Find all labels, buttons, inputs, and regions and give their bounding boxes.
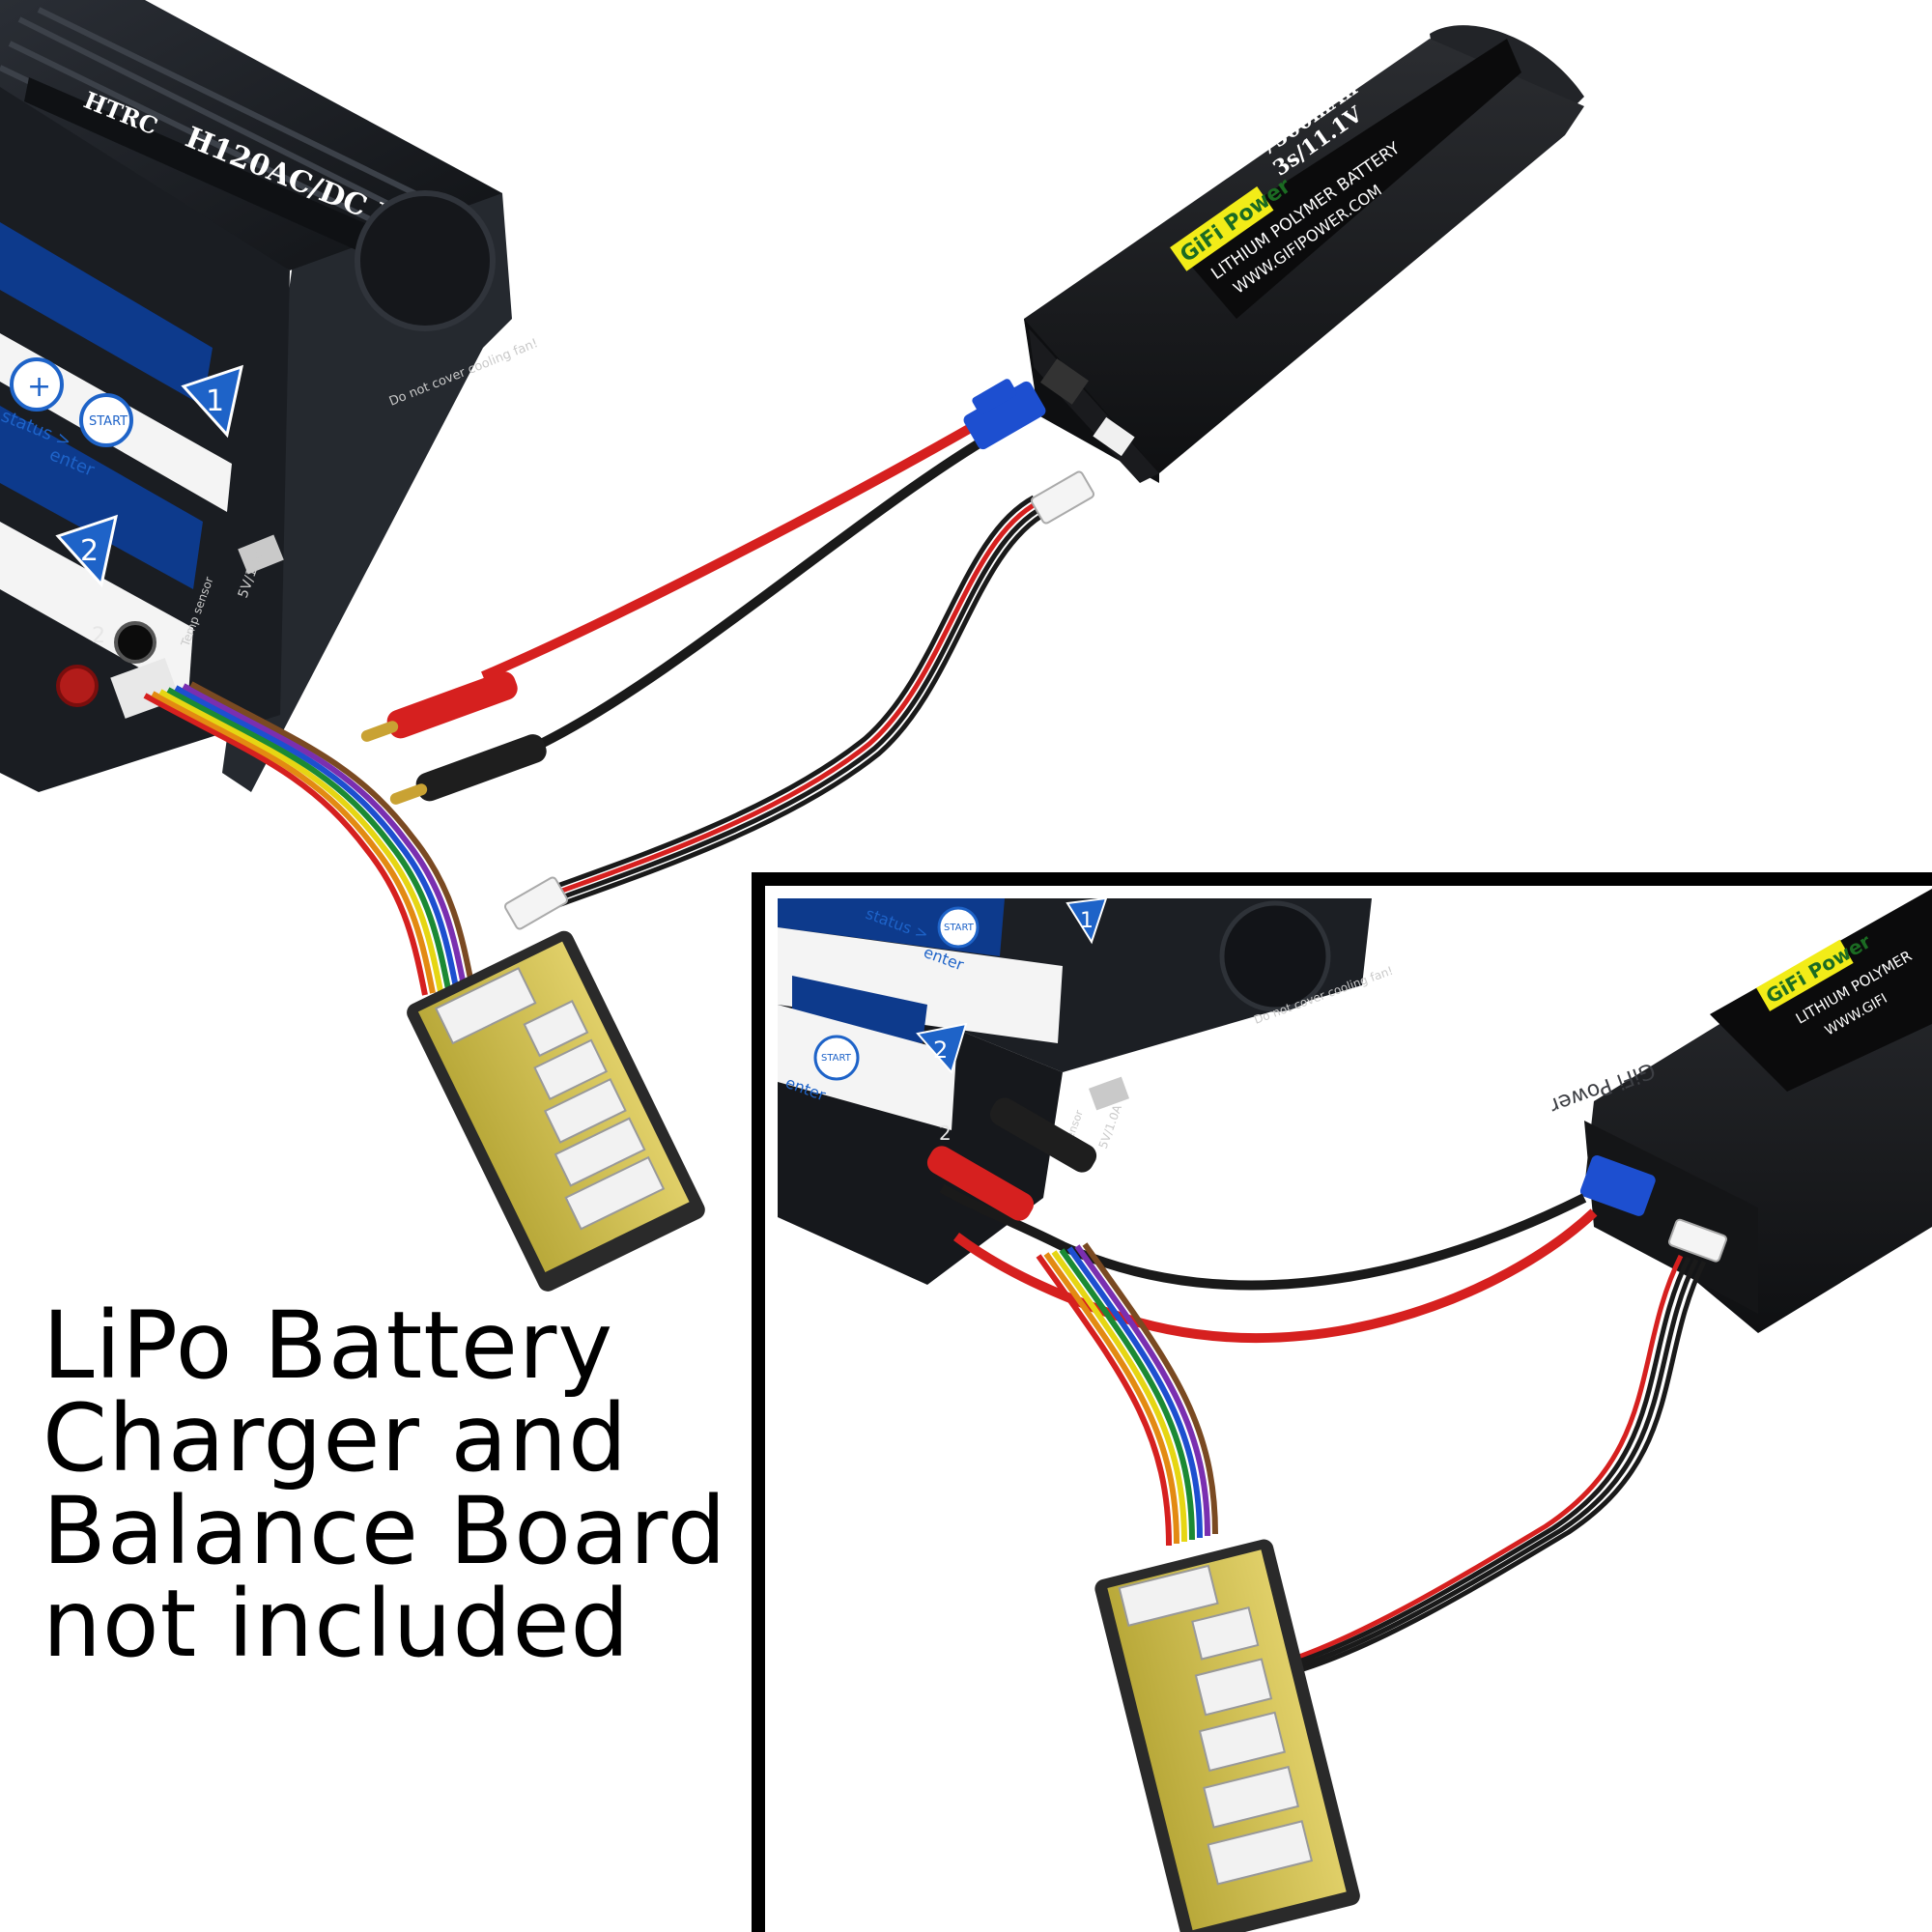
battery: GiFi Power 7500mAh 3s/11.1V LITHIUM POLY…	[1024, 25, 1584, 483]
inset-board-input-socket	[1118, 1564, 1219, 1627]
inset-board-socket-4s	[1198, 1711, 1287, 1773]
battery-label	[1179, 39, 1521, 319]
inset-start-label-2: START	[821, 1053, 852, 1064]
board-socket-3s	[533, 1038, 609, 1101]
black-banana-plug[interactable]	[385, 731, 550, 814]
inset-channel-1-label: 1	[1080, 909, 1094, 933]
brand-band	[24, 77, 396, 266]
inset-black-plug	[989, 1097, 1097, 1173]
inset-fan	[1219, 900, 1331, 1012]
screen-1	[0, 222, 213, 406]
board-socket-2s	[523, 1000, 589, 1058]
channel-1-label: 1	[206, 384, 224, 418]
fan	[355, 190, 496, 331]
caption-line-1: LiPo Battery	[43, 1292, 614, 1400]
inset-balance-board	[1094, 1539, 1360, 1932]
inset-start-button[interactable]	[937, 906, 980, 949]
balance-wire-black-3	[550, 509, 1050, 911]
inset-channel-2-label: 2	[933, 1037, 948, 1064]
inset-board-socket-6s	[1207, 1820, 1314, 1886]
inset-main-leads	[939, 1183, 1598, 1344]
inset-frame	[752, 872, 1932, 1932]
black-output-port[interactable]	[114, 621, 156, 664]
port-number: 2	[92, 624, 105, 648]
channel-2-indicator	[55, 514, 119, 588]
balance-board	[407, 930, 705, 1292]
inset-red-plug	[926, 1146, 1035, 1221]
inset-battery-label	[1710, 889, 1932, 1092]
red-banana-plug[interactable]	[356, 668, 521, 752]
caption-line-2: Charger and	[43, 1384, 629, 1492]
board-input-socket	[434, 966, 537, 1045]
balance-wire-red	[540, 499, 1040, 901]
battery-main-slot	[1040, 358, 1089, 405]
caption-line-3: Balance Board	[43, 1477, 727, 1585]
inset-board-socket-3s	[1194, 1658, 1273, 1717]
black-main-wire	[538, 435, 988, 749]
screen-2	[0, 406, 203, 589]
start-button-label: START	[89, 414, 128, 429]
inset-board-socket-2s	[1191, 1605, 1260, 1661]
xh-balance-connector-battery[interactable]	[1030, 470, 1095, 525]
balance-wire-black-1	[535, 495, 1036, 896]
inset-board-socket-5s	[1203, 1765, 1300, 1829]
battery-balance-slot	[1093, 416, 1135, 457]
ec3-connector[interactable]	[955, 369, 1047, 451]
xh-balance-connector-charger[interactable]	[503, 876, 569, 930]
balance-wire-black-2	[545, 504, 1045, 906]
charge-lead	[481, 420, 1050, 911]
board-socket-5s	[554, 1117, 646, 1187]
inset-channel-2-indicator	[916, 1022, 968, 1075]
start-button[interactable]	[79, 393, 133, 447]
inset-port-number: 2	[939, 1122, 952, 1145]
usb-port[interactable]	[238, 534, 284, 575]
inset-ec3-connector[interactable]	[1578, 1153, 1657, 1217]
channel-2-label: 2	[80, 534, 99, 568]
inset-button-strip-2	[778, 1005, 956, 1130]
channel-1-indicator	[181, 364, 244, 439]
red-main-wire	[481, 420, 979, 681]
battery-brand-badge	[1170, 186, 1274, 271]
plus-button[interactable]	[10, 357, 64, 412]
inset-balance-lead	[1269, 1254, 1707, 1675]
inset-usb-port[interactable]	[1088, 1076, 1130, 1111]
inset-balance-connector[interactable]	[1667, 1218, 1727, 1263]
inset-charger-ribbon	[1036, 1242, 1218, 1547]
caption: LiPo Battery Charger and Balance Board n…	[43, 1299, 738, 1670]
red-output-port[interactable]	[56, 665, 99, 707]
charger: HTRC H120AC/DC DUO 1 2 + START status > …	[0, 0, 540, 792]
inset-photo: 1 2 START START status > enter enter Do …	[752, 868, 1932, 1932]
charger-balance-ribbon	[143, 681, 474, 996]
plus-button-label: +	[27, 370, 51, 404]
board-socket-6s	[564, 1155, 666, 1231]
inset-start-label: START	[944, 923, 975, 933]
inset-channel-1-indicator	[1065, 896, 1108, 945]
inset-start-button-2[interactable]	[813, 1035, 860, 1081]
inset-brand-badge	[1756, 939, 1854, 1011]
caption-line-4: not included	[43, 1570, 631, 1678]
inset-screen-2	[792, 976, 927, 1043]
board-socket-4s	[543, 1077, 627, 1144]
